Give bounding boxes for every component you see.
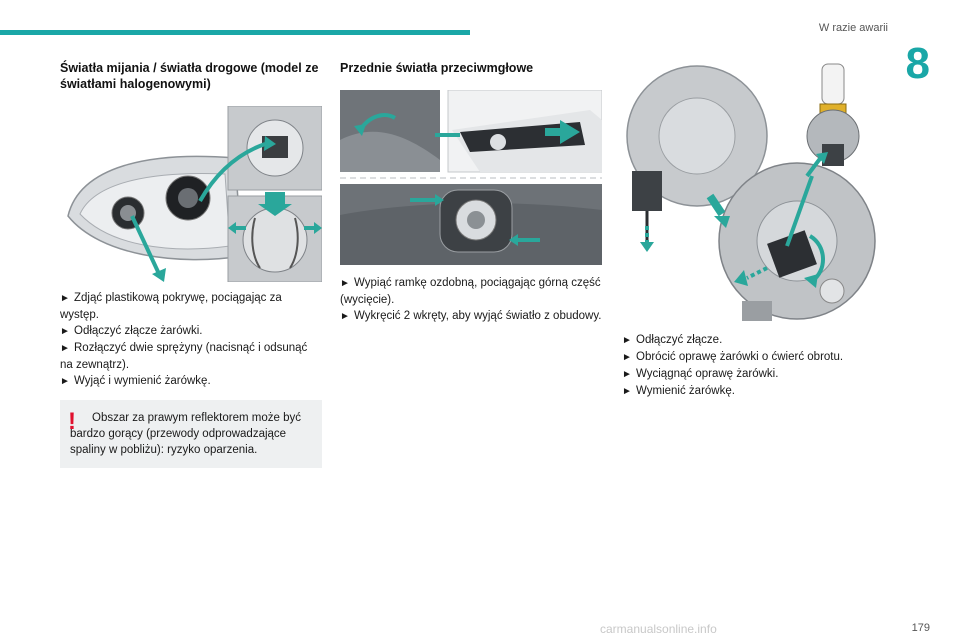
step-item: ►Wyjąć i wymienić żarówkę. [60,373,322,390]
fog-lamp-frame-drawing [340,89,603,265]
chapter-number: 8 [905,39,930,88]
headlamps-steps: ►Zdjąć plastikową pokrywę, pociągając za… [60,290,322,390]
bullet-arrow-icon: ► [60,293,70,304]
column-headlamps: Światła mijania / światła drogowe (model… [60,60,323,468]
step-item: ►Wypiąć ramkę ozdobną, pociągając górną … [340,277,601,306]
fog-lamp-frame-illustration [340,89,603,265]
warning-box: ! Obszar za prawym reflektorem może być … [60,400,322,468]
exclamation-warning-icon: ! [68,408,76,435]
step-item: ►Odłączyć złącze żarówki. [60,323,322,340]
bullet-arrow-icon: ► [340,311,350,322]
step-item: ►Wymienić żarówkę. [622,383,884,400]
headlamps-heading: Światła mijania / światła drogowe (model… [60,61,319,91]
section-name: W razie awarii [818,22,888,34]
bullet-arrow-icon: ► [60,343,70,354]
headlamp-illustration [60,105,323,283]
fog-lamps-steps: ►Wypiąć ramkę ozdobną, pociągając górną … [340,275,602,325]
step-item: ►Obrócić oprawę żarówki o ćwierć obrotu. [622,349,884,366]
step-item: ►Wyciągnąć oprawę żarówki. [622,366,884,383]
bullet-arrow-icon: ► [340,278,350,289]
column-fog-bulb: ►Odłączyć złącze. ►Obrócić oprawę żarówk… [622,56,884,400]
step-item: ►Wykręcić 2 wkręty, aby wyjąć światło z … [340,308,602,325]
watermark-text: carmanualsonline.info [600,622,717,636]
bullet-arrow-icon: ► [622,386,632,397]
step-item: ►Zdjąć plastikową pokrywę, pociągając za… [60,292,282,321]
headlamp-drawing [67,105,323,283]
fog-bulb-illustration [622,56,884,324]
bullet-arrow-icon: ► [622,369,632,380]
bullet-arrow-icon: ► [622,352,632,363]
header-accent-bar [0,30,470,35]
fog-lamps-heading: Przednie światła przeciwmgłowe [340,61,534,75]
page-number: 179 [911,622,930,634]
bullet-arrow-icon: ► [60,326,70,337]
step-item: ►Odłączyć złącze. [622,332,884,349]
fog-bulb-steps: ►Odłączyć złącze. ►Obrócić oprawę żarówk… [622,332,884,400]
column-fog-lamps: Przednie światła przeciwmgłowe [340,60,603,325]
step-item: ►Rozłączyć dwie sprężyny (nacisnąć i ods… [60,342,308,371]
bullet-arrow-icon: ► [60,376,70,387]
fog-bulb-drawing [626,63,876,321]
bullet-arrow-icon: ► [622,335,632,346]
warning-text: Obszar za prawym reflektorem może być ba… [70,412,301,456]
